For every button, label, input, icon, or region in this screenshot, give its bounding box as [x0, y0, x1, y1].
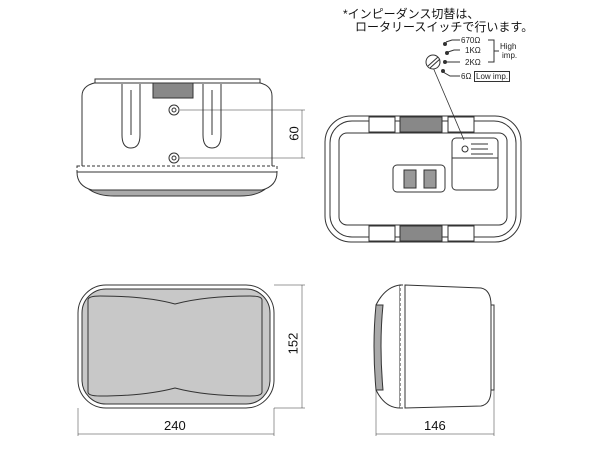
- rotary-switch-callout: [425, 39, 499, 77]
- dim-depth: 146: [424, 418, 446, 433]
- top-view: [76, 78, 305, 197]
- rear-view: [324, 64, 522, 243]
- front-view: [77, 284, 305, 436]
- tap-2k: 2KΩ: [465, 58, 481, 67]
- dim-height: 152: [285, 332, 301, 355]
- high-imp-label-2: imp.: [502, 51, 518, 60]
- note-line-1: *インピーダンス切替は、: [343, 7, 480, 21]
- low-imp-label: Low imp.: [474, 71, 511, 82]
- tap-670: 670Ω: [461, 36, 481, 45]
- tap-6: 6Ω: [461, 72, 472, 81]
- dim-width: 240: [164, 418, 186, 433]
- dim-bracket-spacing: 60: [286, 126, 302, 141]
- side-view: [373, 284, 495, 436]
- high-imp-label-1: High: [500, 42, 517, 51]
- note-line-2: ロータリースイッチで行います。: [355, 20, 534, 34]
- tap-1k: 1KΩ: [465, 46, 481, 55]
